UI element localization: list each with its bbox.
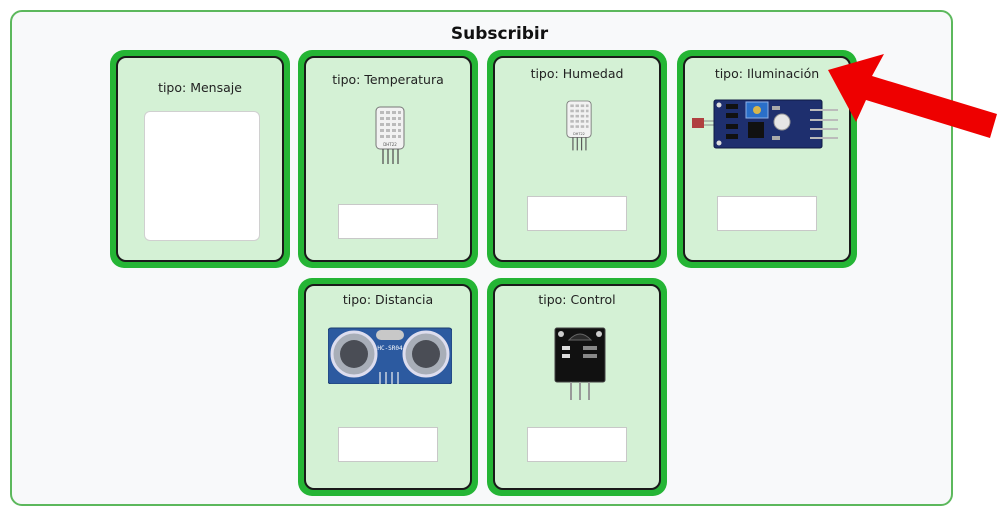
card-iluminacion[interactable]: tipo: Iluminación [677,50,857,268]
ir-receiver-module-icon [554,327,606,400]
value-field [338,204,438,239]
card-label: tipo: Mensaje [158,80,242,95]
light-sensor-module-icon [692,99,838,149]
svg-text:HC-SR04: HC-SR04 [377,345,403,352]
card-distancia[interactable]: tipo: Distancia HC-SR04 [298,278,478,496]
card-humedad[interactable]: tipo: Humedad DHT22 [487,50,667,268]
message-display [144,111,260,241]
svg-text:DHT22: DHT22 [573,132,585,136]
card-label: tipo: Control [538,292,616,307]
value-field [338,427,438,462]
dht22-sensor-icon: DHT22 [375,106,405,164]
value-field [527,196,627,231]
card-label: tipo: Distancia [342,292,434,307]
dht22-sensor-icon: DHT22 [566,100,592,151]
svg-text:DHT22: DHT22 [383,142,397,147]
card-label: tipo: Humedad [530,66,624,81]
value-field [717,196,817,231]
red-arrow-icon [828,54,997,138]
card-mensaje[interactable]: tipo: Mensaje [110,50,290,268]
card-temperatura[interactable]: tipo: Temperatura DHT22 [298,50,478,268]
ultrasonic-sensor-icon: HC-SR04 [328,327,452,384]
card-control[interactable]: tipo: Control [487,278,667,496]
card-label: tipo: Temperatura [332,72,444,87]
card-label: tipo: Iluminación [714,66,820,81]
value-field [527,427,627,462]
panel-title: Subscribir [450,24,549,44]
